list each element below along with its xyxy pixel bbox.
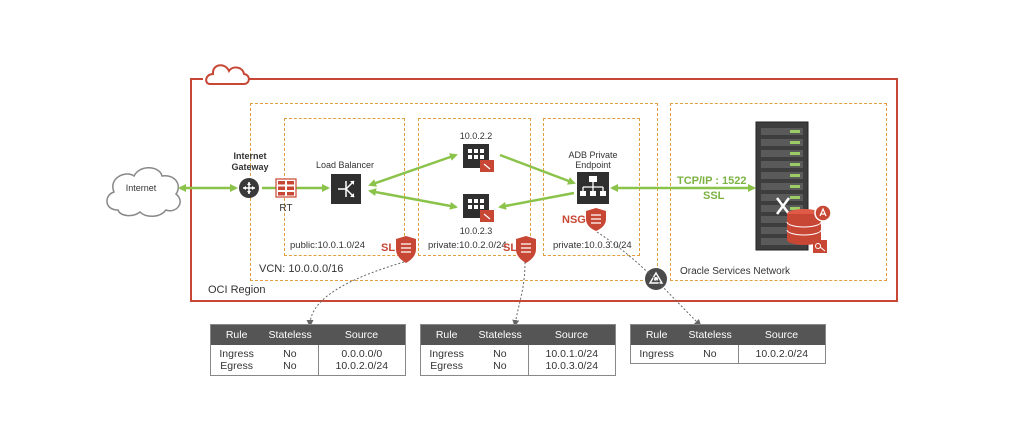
rule-cell: Ingress (639, 348, 674, 360)
private-app-subnet-label: private:10.0.2.0/24 (428, 240, 507, 251)
oracle-cloud-icon (203, 64, 250, 86)
table-row: Ingress No 0.0.0.0/0 (211, 345, 406, 360)
nsg-shield-icon (586, 208, 606, 231)
table-header-source: Source (738, 324, 826, 345)
source-cell: 0.0.0.0/0 (317, 345, 406, 360)
rule-cell: Ingress (219, 348, 254, 360)
vm2-icon (463, 194, 494, 222)
table-row: Egress No 10.0.2.0/24 (211, 360, 406, 376)
autonomous-database-icon (786, 204, 832, 253)
adb-endpoint-label-line2: Endpoint (575, 160, 611, 170)
load-balancer-icon (331, 174, 361, 204)
private-app-subnet-box (418, 118, 531, 256)
private-sl-shield-icon (516, 236, 536, 263)
table-row: Ingress No 10.0.1.0/24 (421, 345, 616, 360)
table-header-rule: Rule (210, 324, 263, 345)
vm2-ip-label: 10.0.2.3 (459, 226, 493, 236)
table-row: Egress No 10.0.3.0/24 (421, 360, 616, 376)
oracle-services-network-box (670, 103, 887, 281)
lb-to-vm1-link (368, 153, 458, 187)
table-header-rule: Rule (420, 324, 473, 345)
internet-gateway-label-line2: Gateway (231, 162, 269, 172)
oracle-services-network-label: Oracle Services Network (680, 266, 791, 277)
load-balancer-label: Load Balancer (315, 160, 375, 170)
private-db-subnet-label: private:10.0.3.0/24 (553, 240, 632, 251)
public-sl-rules-table: Rule Stateless Source Ingress No 0.0.0.0… (210, 324, 406, 376)
source-cell: 10.0.2.0/24 (317, 360, 406, 376)
adb-private-endpoint-icon (577, 172, 609, 204)
table-header-rule: Rule (630, 324, 683, 345)
vcn-label: VCN: 10.0.0.0/16 (259, 263, 344, 275)
vm1-ip-label: 10.0.2.2 (459, 131, 493, 141)
private-sl-callout-line (512, 261, 526, 327)
public-sl-shield-icon (396, 236, 416, 263)
adb-to-vm2-link (498, 191, 575, 210)
stateless-cell: No (703, 348, 717, 360)
source-cell: 10.0.2.0/24 (737, 345, 826, 364)
private-sl-label: SL (503, 242, 518, 254)
nsg-callout-line (596, 231, 702, 327)
nsg-label: NSG (562, 214, 586, 226)
stateless-cell: No (283, 360, 297, 372)
rule-cell: Ingress (429, 348, 464, 360)
table-header-stateless: Stateless (262, 324, 319, 345)
table-row: Ingress No 10.0.2.0/24 (631, 345, 826, 364)
protocol-label: TCP/IP : 1522 (677, 175, 747, 187)
service-gateway-icon (645, 268, 667, 290)
vm1-icon (463, 144, 494, 172)
route-table-label: RT (279, 203, 293, 214)
public-sl-callout-line (306, 261, 405, 327)
rule-cell: Egress (430, 360, 463, 372)
adb-endpoint-label-line1: ADB Private (568, 150, 618, 160)
internet-label: Internet (125, 183, 157, 193)
table-header-source: Source (318, 324, 406, 345)
source-cell: 10.0.3.0/24 (527, 360, 616, 376)
lb-to-vm2-link (368, 188, 458, 210)
nsg-rules-table: Rule Stateless Source Ingress No 10.0.2.… (630, 324, 826, 364)
stateless-cell: No (493, 348, 507, 360)
stateless-cell: No (493, 360, 507, 372)
database-server-icon (755, 121, 809, 251)
source-cell: 10.0.1.0/24 (527, 345, 616, 360)
private-sl-rules-table: Rule Stateless Source Ingress No 10.0.1.… (420, 324, 616, 376)
route-table-icon (275, 178, 297, 198)
internet-cloud-icon (106, 167, 181, 217)
oci-region-label: OCI Region (208, 284, 266, 296)
internet-gateway-label-line1: Internet (233, 151, 267, 161)
public-sl-label: SL (381, 242, 396, 254)
table-header-stateless: Stateless (472, 324, 529, 345)
rule-cell: Egress (220, 360, 253, 372)
ssl-label: SSL (703, 190, 725, 202)
table-header-stateless: Stateless (682, 324, 739, 345)
public-subnet-label: public:10.0.1.0/24 (290, 240, 366, 251)
vm1-to-adb-link (499, 153, 576, 185)
table-header-source: Source (528, 324, 616, 345)
stateless-cell: No (283, 348, 297, 360)
internet-gateway-icon (239, 178, 259, 198)
